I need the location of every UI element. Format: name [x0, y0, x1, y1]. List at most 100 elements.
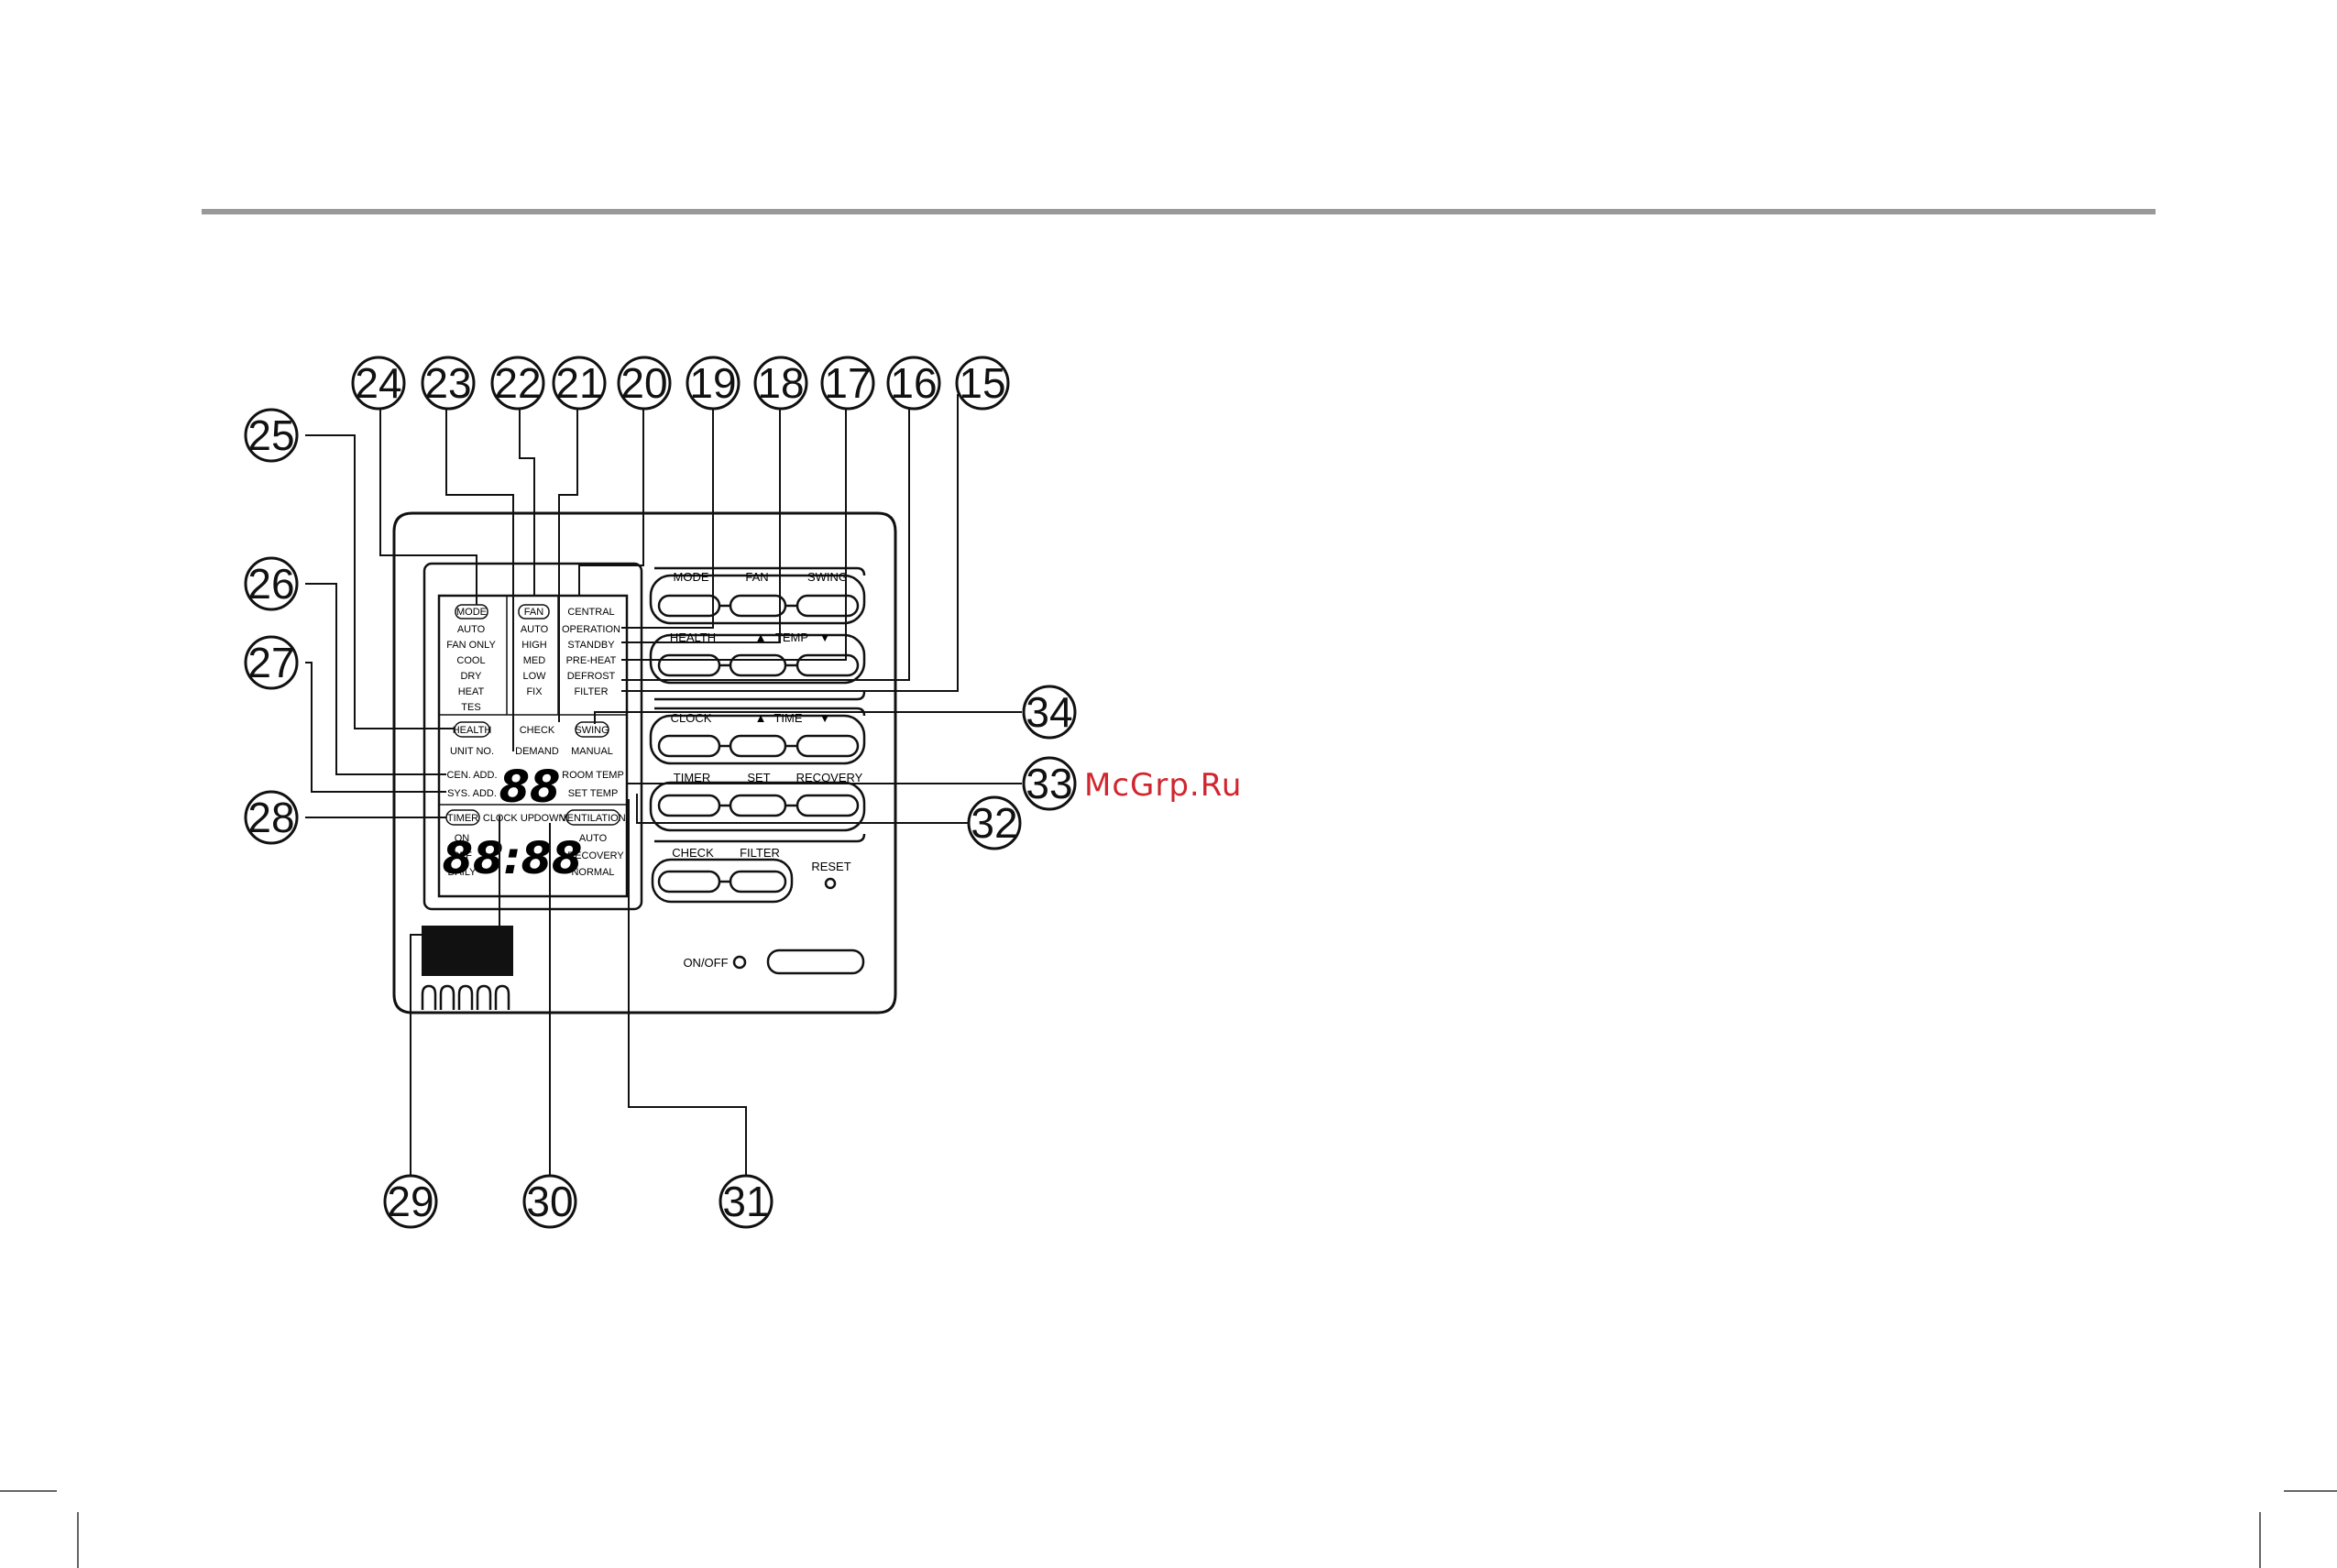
- lcd-mode-cool: COOL: [456, 655, 485, 666]
- lcd-status-filter: FILTER: [574, 686, 608, 697]
- callout-29: 29: [387, 1178, 433, 1225]
- lcd-demand: DEMAND: [515, 746, 559, 757]
- lcd-ventilation: VENTILATION: [560, 813, 625, 824]
- clock-button[interactable]: [657, 734, 721, 758]
- lcd-status-operation: OPERATION: [562, 624, 620, 635]
- callout-22: 22: [494, 359, 541, 407]
- lcd-vent-normal: NORMAL: [571, 867, 614, 878]
- lcd-health: HEALTH: [453, 725, 492, 736]
- callout-27: 27: [247, 639, 294, 686]
- time-up-button[interactable]: [729, 734, 787, 758]
- lcd-fan-high: HIGH: [521, 640, 547, 651]
- time-label: TIME: [774, 711, 802, 725]
- callout-32-circle: [967, 795, 1022, 850]
- timer-button[interactable]: [657, 794, 721, 817]
- lcd-cen-add: CEN. ADD.: [446, 770, 497, 781]
- clock-button-label: CLOCK: [671, 711, 712, 725]
- lcd-status-standby: STANDBY: [567, 640, 615, 651]
- callout-19: 19: [689, 359, 736, 407]
- lcd-small-digits: 88: [499, 762, 561, 813]
- lcd-status-central: CENTRAL: [567, 607, 614, 618]
- onoff-button[interactable]: [766, 948, 865, 975]
- temp-up-button[interactable]: [729, 653, 787, 677]
- recovery-button[interactable]: [795, 794, 860, 817]
- callout-19-circle: [686, 356, 741, 411]
- timer-button-label: TIMER: [674, 771, 710, 784]
- filter-button[interactable]: [729, 870, 787, 894]
- callout-33: 33: [1026, 760, 1072, 807]
- callout-15: 15: [959, 359, 1005, 407]
- onoff-label: ON/OFF: [683, 956, 728, 970]
- lcd-clock-digits: 88:88: [443, 833, 583, 884]
- callout-16: 16: [890, 359, 937, 407]
- lcd-timer: TIMER: [447, 813, 478, 824]
- callout-33-circle: [1022, 756, 1077, 811]
- callout-31: 31: [722, 1178, 769, 1225]
- lcd-fan-auto: AUTO: [521, 624, 549, 635]
- set-button[interactable]: [729, 794, 787, 817]
- temp-down-button[interactable]: [795, 653, 860, 677]
- callout-27-circle: [244, 635, 299, 690]
- lcd-timer-on: ON: [455, 833, 470, 844]
- callout-24-circle: [351, 356, 406, 411]
- callout-25-circle: [244, 408, 299, 463]
- lcd-status-defrost: DEFROST: [567, 671, 616, 682]
- row5-buttons: [657, 870, 837, 894]
- callout-18-circle: [753, 356, 808, 411]
- callout-30-circle: [522, 1174, 577, 1229]
- callout-22-circle: [490, 356, 545, 411]
- callout-21-circle: [552, 356, 607, 411]
- lcd-mode-heading: MODE: [456, 607, 487, 618]
- lcd-fan-fix: FIX: [526, 686, 543, 697]
- onoff-indicator-led: [732, 955, 747, 970]
- row3-buttons: [657, 734, 860, 758]
- reset-label: RESET: [811, 860, 850, 873]
- lcd-manual: MANUAL: [571, 746, 613, 757]
- health-button-label: HEALTH: [670, 630, 716, 644]
- lcd-room-temp: ROOM TEMP: [562, 770, 624, 781]
- time-down-arrow: ▼: [819, 711, 831, 725]
- lcd-clock-up: CLOCK UP: [483, 813, 534, 824]
- lcd-vent-auto: AUTO: [579, 833, 608, 844]
- row1-buttons: [657, 594, 860, 618]
- mode-button-label: MODE: [674, 570, 709, 584]
- temp-down-arrow: ▼: [819, 630, 831, 644]
- row4-buttons: [657, 794, 860, 817]
- callout-16-circle: [886, 356, 941, 411]
- lcd-timer-off: OFF: [452, 850, 472, 861]
- lcd-fan-med: MED: [523, 655, 546, 666]
- health-button[interactable]: [657, 653, 721, 677]
- callouts: [244, 356, 1077, 1229]
- fan-button[interactable]: [729, 594, 787, 618]
- watermark: McGrp.Ru: [1084, 767, 1242, 804]
- lcd-mode-heat: HEAT: [458, 686, 485, 697]
- callout-17-circle: [820, 356, 875, 411]
- swing-button[interactable]: [795, 594, 860, 618]
- callout-30: 30: [526, 1178, 573, 1225]
- reset-button[interactable]: [824, 877, 837, 890]
- lcd-set-temp: SET TEMP: [568, 788, 619, 799]
- leader-lines: [305, 394, 1022, 1178]
- time-up-arrow: ▲: [755, 711, 767, 725]
- time-down-button[interactable]: [795, 734, 860, 758]
- set-button-label: SET: [747, 771, 770, 784]
- temp-up-arrow: ▲: [755, 630, 767, 644]
- check-button[interactable]: [657, 870, 721, 894]
- fan-button-label: FAN: [745, 570, 768, 584]
- callout-24: 24: [355, 359, 401, 407]
- recovery-button-label: RECOVERY: [796, 771, 863, 784]
- callout-31-circle: [719, 1174, 774, 1229]
- callout-28-circle: [244, 790, 299, 845]
- mode-button[interactable]: [657, 594, 721, 618]
- check-button-label: CHECK: [672, 846, 714, 860]
- lcd-mode-tes: TES: [461, 702, 480, 713]
- lcd-swing: SWING: [575, 725, 609, 736]
- callout-20-circle: [617, 356, 672, 411]
- lcd-panel: MODE AUTO FAN ONLY COOL DRY HEAT TES FAN…: [422, 562, 643, 911]
- callout-26: 26: [247, 560, 294, 608]
- lcd-timer-daily: DAILY: [448, 867, 477, 878]
- swing-button-label: SWING: [807, 570, 848, 584]
- lcd-down: DOWN: [534, 813, 566, 824]
- callout-20: 20: [620, 359, 667, 407]
- callout-34: 34: [1026, 688, 1072, 736]
